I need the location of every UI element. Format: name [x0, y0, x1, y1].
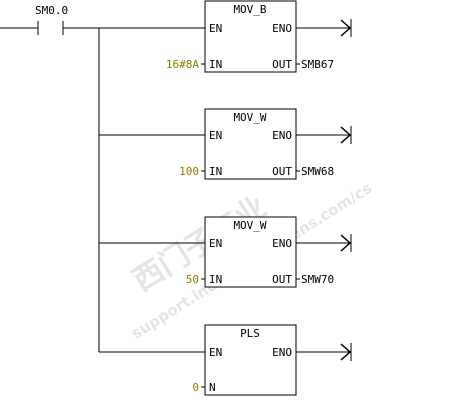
contact-label: SM0.0	[35, 4, 68, 17]
block-box	[204, 324, 297, 396]
en-pin-label: EN	[209, 129, 222, 142]
block-title: MOV_B	[233, 3, 266, 16]
out-value[interactable]: SMW68	[301, 165, 334, 178]
block-pls[interactable]: PLS EN ENO N 0	[192, 324, 352, 396]
block-box	[204, 108, 297, 180]
eno-arrow-icon	[340, 234, 352, 252]
block-mov-w-2[interactable]: MOV_W EN ENO IN OUT 50 SMW70	[186, 216, 352, 288]
contact-sm0-0[interactable]: SM0.0	[0, 4, 68, 35]
eno-pin-label: ENO	[272, 22, 292, 35]
in-value[interactable]: 50	[186, 273, 199, 286]
n-pin-label: N	[209, 381, 216, 394]
eno-arrow-icon	[340, 19, 352, 37]
out-value[interactable]: SMW70	[301, 273, 334, 286]
block-box	[204, 0, 297, 73]
en-pin-label: EN	[209, 237, 222, 250]
out-pin-label: OUT	[272, 273, 292, 286]
out-value[interactable]: SMB67	[301, 58, 334, 71]
en-pin-label: EN	[209, 22, 222, 35]
out-pin-label: OUT	[272, 165, 292, 178]
block-mov-w-1[interactable]: MOV_W EN ENO IN OUT 100 SMW68	[179, 108, 352, 180]
eno-pin-label: ENO	[272, 129, 292, 142]
in-value[interactable]: 16#8A	[166, 58, 199, 71]
eno-arrow-icon	[340, 343, 352, 361]
block-box	[204, 216, 297, 288]
eno-pin-label: ENO	[272, 237, 292, 250]
in-pin-label: IN	[209, 273, 222, 286]
block-title: PLS	[240, 327, 260, 340]
in-value[interactable]: 0	[192, 381, 199, 394]
in-value[interactable]: 100	[179, 165, 199, 178]
block-title: MOV_W	[233, 111, 266, 124]
in-pin-label: IN	[209, 165, 222, 178]
in-pin-label: IN	[209, 58, 222, 71]
out-pin-label: OUT	[272, 58, 292, 71]
eno-arrow-icon	[340, 126, 352, 144]
block-title: MOV_W	[233, 219, 266, 232]
eno-pin-label: ENO	[272, 346, 292, 359]
block-mov-b[interactable]: MOV_B EN ENO IN OUT 16#8A SMB67	[166, 0, 352, 73]
en-pin-label: EN	[209, 346, 222, 359]
